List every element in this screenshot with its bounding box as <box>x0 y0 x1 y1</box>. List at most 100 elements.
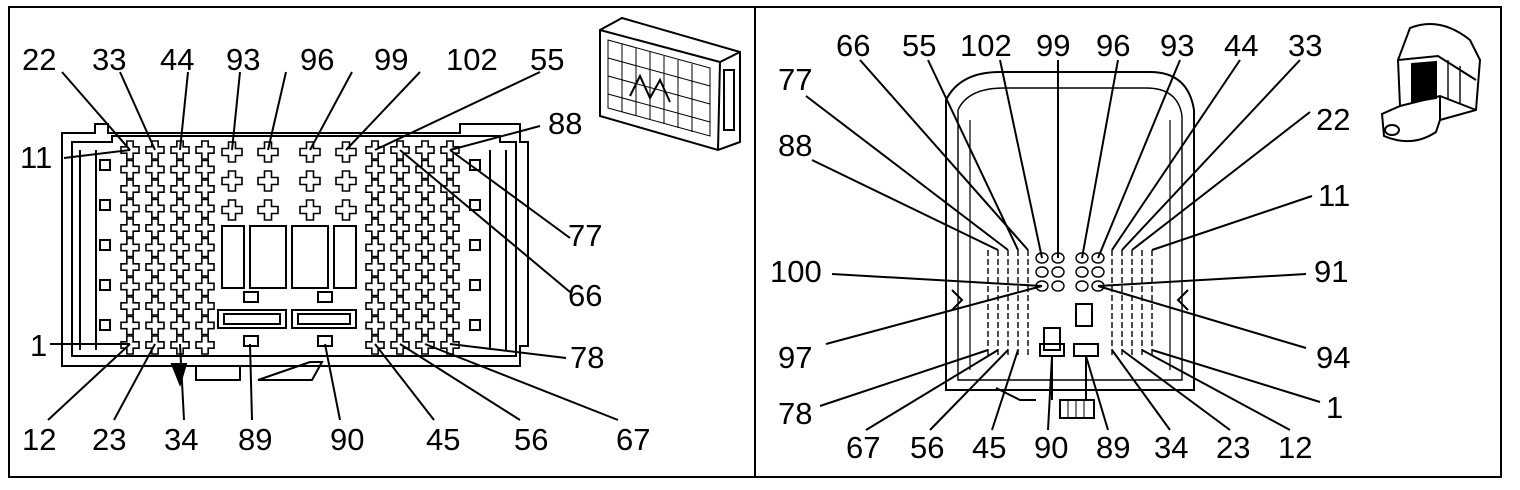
left-pin-grid <box>120 140 460 355</box>
pin-cavity <box>415 315 435 336</box>
pin-cavity <box>120 335 140 355</box>
leader-line <box>231 71 241 151</box>
callout-R-89: 89 <box>1096 430 1130 465</box>
pin-cavity <box>440 179 460 199</box>
pin-cavity <box>195 140 215 160</box>
pin-cavity <box>365 218 385 238</box>
callout-R-67: 67 <box>846 430 880 465</box>
pin-cavity <box>440 335 460 355</box>
pin-cavity <box>120 218 140 238</box>
callout-L-96: 96 <box>300 42 334 77</box>
large-terminal <box>1035 266 1049 278</box>
pin-cavity <box>415 296 435 316</box>
callout-R-99: 99 <box>1036 28 1070 63</box>
left-connector-thumbnail <box>599 16 741 152</box>
callout-R-34: 34 <box>1154 430 1188 465</box>
pin-cavity <box>120 237 140 258</box>
callout-L-93: 93 <box>226 42 260 77</box>
leader-line <box>1047 355 1053 431</box>
pin-cavity <box>145 179 165 199</box>
pin-cavity <box>257 141 279 163</box>
pin-cavity <box>365 159 385 180</box>
callout-R-23: 23 <box>1216 430 1250 465</box>
pin-cavity <box>415 179 435 199</box>
pin-cavity <box>221 141 243 163</box>
pin-cavity <box>195 276 215 297</box>
callout-L-34: 34 <box>164 422 198 457</box>
callout-L-89: 89 <box>238 422 272 457</box>
callout-L-78: 78 <box>570 340 604 375</box>
pin-cavity <box>390 296 410 316</box>
callout-R-100: 100 <box>770 254 822 289</box>
pin-cavity <box>415 218 435 238</box>
leader-line <box>1111 59 1241 251</box>
right-pin-grid <box>987 250 1153 355</box>
pin-cavity <box>170 237 190 258</box>
pin-cavity <box>145 296 165 316</box>
leader-line <box>1085 355 1109 431</box>
leader-line <box>249 343 253 421</box>
pin-cavity <box>365 276 385 297</box>
pin-cavity <box>221 170 243 192</box>
leader-line <box>1131 111 1311 251</box>
pin-cavity <box>170 315 190 336</box>
leader-line <box>267 71 287 151</box>
callout-L-22: 22 <box>22 42 56 77</box>
pin-cavity <box>415 159 435 180</box>
pin-cavity <box>195 237 215 258</box>
pin-cavity <box>195 315 215 336</box>
pin-cavity <box>390 140 410 160</box>
pin-cavity <box>195 218 215 238</box>
callout-R-94: 94 <box>1316 340 1350 375</box>
callout-L-23: 23 <box>92 422 126 457</box>
pin-cavity <box>145 198 165 219</box>
leader-line <box>1141 349 1291 431</box>
leader-line <box>1097 285 1307 349</box>
pin-cavity <box>195 335 215 355</box>
large-terminal <box>1091 252 1105 264</box>
callout-L-66: 66 <box>568 278 602 313</box>
leader-line <box>424 343 619 421</box>
pin-cavity <box>120 179 140 199</box>
pin-cavity <box>365 296 385 316</box>
leader-line <box>831 273 1043 287</box>
pin-cavity <box>365 179 385 199</box>
callout-R-78: 78 <box>778 396 812 431</box>
pin-cavity <box>390 179 410 199</box>
callout-leader-lines <box>47 59 1321 431</box>
leader-line <box>345 71 421 151</box>
leader-line <box>324 343 341 421</box>
pin-cavity <box>195 198 215 219</box>
callout-labels: 22 33 44 93 96 99 102 55 11 88 77 66 1 7… <box>20 28 1350 465</box>
pin-cavity <box>120 159 140 180</box>
leader-line <box>1151 195 1313 251</box>
leader-line <box>119 71 156 151</box>
callout-L-55: 55 <box>530 42 564 77</box>
pin-cavity <box>415 276 435 297</box>
large-terminal <box>1051 266 1065 278</box>
pin-cavity <box>120 257 140 277</box>
leader-line <box>179 343 185 421</box>
leader-line <box>991 349 1019 431</box>
leader-line <box>1081 59 1119 259</box>
pin-cavity <box>170 179 190 199</box>
pin-cavity <box>145 140 165 160</box>
pin-cavity <box>145 159 165 180</box>
pin-cavity <box>440 276 460 297</box>
leader-line <box>399 343 521 421</box>
pin-cavity <box>170 276 190 297</box>
leader-line <box>811 159 999 251</box>
pin-cavity <box>299 141 321 163</box>
callout-L-44: 44 <box>160 42 194 77</box>
pin-cavity <box>195 159 215 180</box>
pin-cavity <box>365 257 385 277</box>
leader-line <box>999 59 1043 259</box>
callout-R-90: 90 <box>1034 430 1068 465</box>
leader-line <box>374 71 541 151</box>
pin-cavity <box>390 315 410 336</box>
pin-cavity <box>257 170 279 192</box>
right-connector-thumbnail <box>1380 23 1482 143</box>
callout-R-11: 11 <box>1318 178 1350 213</box>
pin-cavity <box>335 170 357 192</box>
leader-line <box>449 125 541 151</box>
